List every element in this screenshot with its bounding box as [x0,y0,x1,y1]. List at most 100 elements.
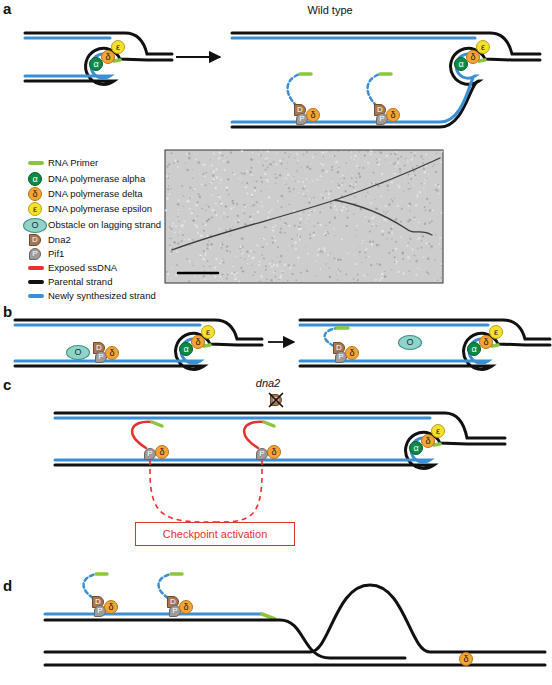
micrograph-grain [388,231,391,234]
micrograph-grain [186,153,188,155]
micrograph-grain [325,190,327,192]
legend-row: DNA polymerase epsilon [22,202,172,216]
micrograph-grain [280,163,282,165]
micrograph-grain [330,207,332,209]
micrograph-grain [347,210,349,212]
micrograph-grain [429,243,431,245]
micrograph-grain [320,268,322,270]
micrograph-grain [402,258,404,260]
micrograph-grain [266,151,267,152]
micrograph-grain [330,190,331,191]
micrograph-grain [356,226,357,227]
micrograph-grain [205,210,206,211]
micrograph-grain [227,274,229,276]
micrograph-grain [232,200,234,202]
micrograph-grain [193,265,194,266]
micrograph-grain [210,248,211,249]
micrograph-grain [185,162,186,163]
node-text: P [32,250,37,258]
micrograph-grain [293,176,294,177]
micrograph-grain [226,190,228,192]
micrograph-grain [203,266,205,268]
micrograph-grain [250,167,252,169]
micrograph-grain [423,166,424,167]
node-text: P [338,353,343,361]
micrograph-grain [281,206,283,208]
micrograph-grain [235,276,236,277]
micrograph-grain [206,220,209,223]
micrograph-grain [183,206,184,207]
micrograph-grain [211,209,213,211]
micrograph-grain [429,202,431,204]
micrograph-grain [440,263,442,265]
micrograph-grain [388,252,390,254]
micrograph-grain [299,222,301,224]
micrograph-grain [329,267,331,269]
panel-title: Wild type [307,4,352,16]
micrograph-grain [250,250,252,252]
micrograph-grain [437,184,439,186]
micrograph-grain [281,195,284,198]
micrograph-grain [225,205,227,207]
micrograph-grain [349,151,351,153]
micrograph-grain [425,210,427,212]
micrograph-grain [387,210,388,211]
micrograph-grain [190,262,191,263]
micrograph-grain [289,267,291,269]
micrograph-grain [340,177,341,178]
micrograph-grain [194,275,195,276]
micrograph-grain [208,206,210,208]
micrograph-grain [306,166,309,169]
micrograph-grain [188,261,189,262]
micrograph-grain [234,278,237,281]
micrograph-grain [440,161,442,163]
micrograph-grain [268,211,270,213]
node-text: P [98,353,103,361]
node-text: δ [390,111,395,120]
checkpoint-box: Checkpoint activation [135,522,295,546]
node-text: P [172,607,177,615]
micrograph-grain [319,211,321,213]
micrograph-grain [188,238,190,240]
micrograph-grain [288,156,290,158]
micrograph-grain [212,178,214,180]
micrograph-grain [280,228,282,230]
micrograph-grain [193,190,194,191]
polymerase-epsilon: ε [431,424,445,438]
node-text: Checkpoint activation [163,529,268,540]
rna-primer [479,60,485,61]
micrograph-grain [203,230,205,232]
micrograph-grain [436,153,437,154]
micrograph-grain [288,264,290,266]
node-text: δ [32,190,37,199]
micrograph-grain [259,261,261,263]
micrograph-grain [174,159,177,162]
micrograph-grain [400,236,402,238]
micrograph-grain [324,233,325,234]
micrograph-grain [170,251,172,253]
micrograph-grain [203,251,204,252]
micrograph-grain [229,228,232,231]
micrograph-grain [209,266,211,268]
micrograph-grain [251,264,252,265]
micrograph-grain [260,275,262,277]
micrograph-grain [254,271,256,273]
micrograph-grain [177,235,178,236]
micrograph-grain [361,262,362,263]
micrograph-grain [326,170,328,172]
micrograph-grain [321,176,323,178]
micrograph-grain [183,220,185,222]
micrograph-grain [261,181,263,183]
micrograph-grain [364,161,365,162]
micrograph-grain [215,212,217,214]
micrograph-grain [349,185,351,187]
micrograph-grain [403,191,404,192]
micrograph-grain [435,234,436,235]
micrograph-grain [301,167,302,168]
micrograph-grain [186,169,188,171]
micrograph-grain [287,280,289,282]
micrograph-grain [351,157,352,158]
micrograph-grain [367,195,369,197]
micrograph-grain [306,151,308,153]
micrograph-grain [338,184,340,186]
